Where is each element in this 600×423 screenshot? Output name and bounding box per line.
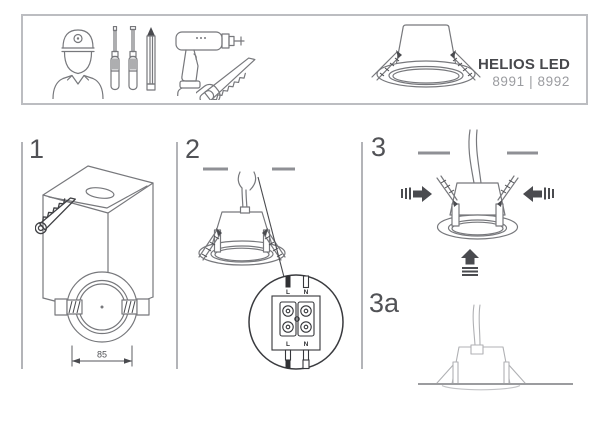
spring-clip	[371, 50, 402, 81]
magnifier-pointer-line	[257, 176, 285, 278]
power-cable	[237, 171, 257, 213]
step-number-1: 1	[29, 134, 45, 164]
spring-clip	[497, 175, 519, 207]
hole-diameter-label: 85	[97, 350, 107, 360]
neutral-wire	[302, 275, 310, 289]
brand-block: HELIOS LED 8991 | 8992	[478, 56, 570, 89]
pencil-icon	[146, 27, 156, 91]
screwdriver-icon	[128, 26, 138, 91]
dimension-85: 85	[71, 345, 133, 367]
brand-name: HELIOS LED	[477, 56, 570, 73]
installer-icon	[52, 29, 104, 99]
screwdriver-icon	[110, 26, 120, 91]
step-number-3: 3	[371, 132, 387, 162]
step1-illustration: 85	[35, 165, 154, 367]
downlight-body	[198, 206, 286, 266]
terminal-label-neutral-bottom: N	[304, 341, 309, 348]
model-numbers: 8991 | 8992	[492, 74, 570, 89]
push-arrow-up	[461, 249, 479, 276]
header-panel: HELIOS LED 8991 | 8992	[21, 14, 588, 105]
downlight-icon	[371, 24, 481, 88]
push-arrow-right	[523, 186, 554, 202]
drill-icon	[175, 31, 245, 96]
terminal-block	[279, 301, 315, 337]
terminal-detail-magnifier: L N L N	[248, 274, 344, 370]
tools-icon	[110, 26, 156, 91]
step-divider	[176, 142, 178, 369]
spring-clip	[436, 175, 458, 207]
downlight-body	[436, 182, 519, 240]
terminal-label-live-top: L	[286, 289, 290, 296]
spring-clip	[262, 228, 286, 261]
spring-clip	[198, 228, 222, 261]
spring-clip	[450, 50, 481, 81]
step-divider	[21, 142, 23, 369]
step-number-3a: 3a	[369, 288, 400, 318]
power-cable	[468, 129, 482, 184]
downlight-top-view	[54, 271, 150, 343]
terminal-label-live-bottom: L	[286, 341, 290, 348]
cutting-saw-icon	[35, 197, 76, 235]
terminal-label-neutral-top: N	[304, 289, 309, 296]
handsaw-icon	[196, 57, 256, 100]
push-arrow-left	[401, 186, 432, 202]
step2-illustration: L N L N	[198, 167, 344, 370]
step-divider	[361, 142, 363, 369]
trim-ring-edge	[441, 385, 521, 391]
live-wire	[285, 276, 291, 288]
step3a-illustration	[418, 304, 573, 391]
step-number-2: 2	[185, 134, 201, 164]
step3-illustration	[401, 129, 554, 276]
installed-downlight	[436, 304, 526, 385]
